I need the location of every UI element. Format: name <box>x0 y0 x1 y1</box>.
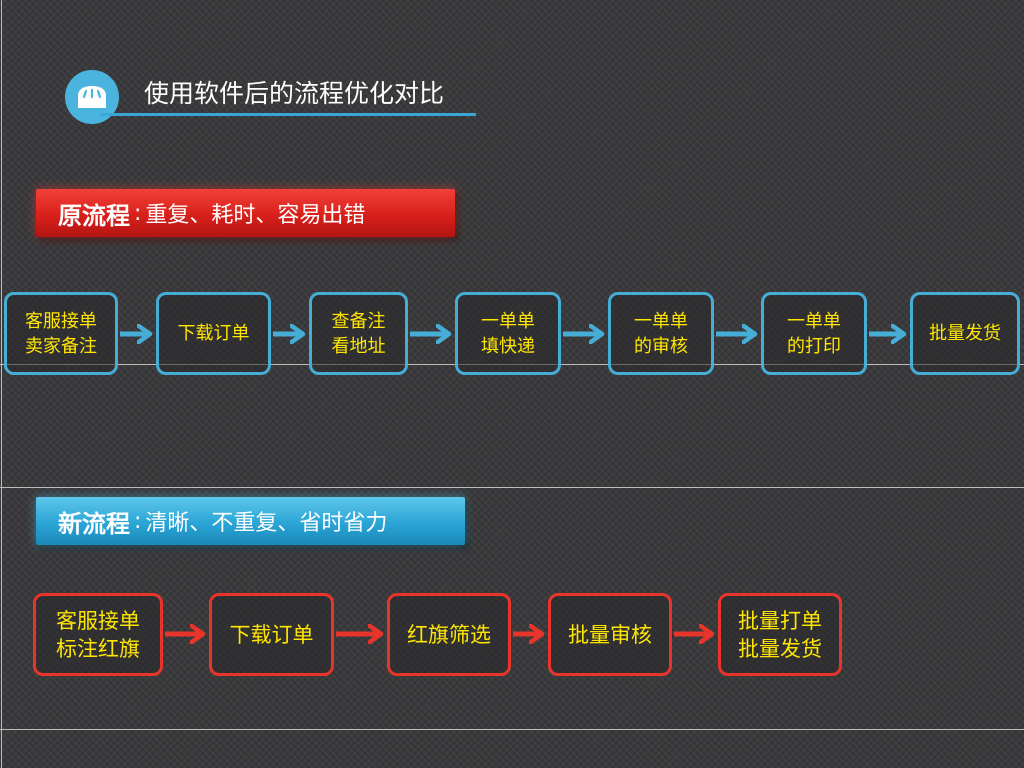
title-underline <box>100 113 476 116</box>
divider-line <box>1 0 2 768</box>
old-step-label: 一单单填快递 <box>481 310 535 357</box>
new-step-3: 红旗筛选 <box>387 593 511 676</box>
old-process-banner: 原流程 : 重复、耗时、容易出错 <box>36 189 455 237</box>
old-process-heading: 原流程 <box>58 201 130 230</box>
new-step-label: 红旗筛选 <box>407 622 491 647</box>
old-step-7: 批量发货 <box>910 292 1020 375</box>
new-step-4: 批量审核 <box>548 593 672 676</box>
old-step-label: 一单单的审核 <box>634 310 688 357</box>
new-step-2: 下载订单 <box>209 593 334 676</box>
divider-line <box>0 729 1024 730</box>
page-title: 使用软件后的流程优化对比 <box>144 79 445 108</box>
old-step-6: 一单单的打印 <box>761 292 867 375</box>
new-process-description: 清晰、不重复、省时省力 <box>145 511 388 536</box>
old-step-3: 查备注看地址 <box>309 292 408 375</box>
old-step-label: 查备注看地址 <box>331 310 386 357</box>
new-step-label: 批量打单批量发货 <box>738 608 822 661</box>
old-step-4: 一单单填快递 <box>455 292 561 375</box>
old-step-1: 客服接单卖家备注 <box>4 292 118 375</box>
divider-line <box>0 487 1024 488</box>
old-process-separator: : <box>134 200 142 226</box>
old-step-label: 一单单的打印 <box>787 310 841 357</box>
new-process-separator: : <box>134 508 142 534</box>
old-process-description: 重复、耗时、容易出错 <box>145 203 366 228</box>
new-step-label: 客服接单标注红旗 <box>56 608 140 661</box>
new-step-label: 下载订单 <box>229 622 314 647</box>
old-step-5: 一单单的审核 <box>608 292 714 375</box>
old-step-label: 下载订单 <box>177 323 250 344</box>
old-step-label: 客服接单卖家备注 <box>25 310 97 357</box>
new-step-label: 批量审核 <box>568 622 652 647</box>
old-step-2: 下载订单 <box>156 292 271 375</box>
new-step-1: 客服接单标注红旗 <box>33 593 163 676</box>
old-step-label: 批量发货 <box>929 323 1001 344</box>
new-step-5: 批量打单批量发货 <box>718 593 842 676</box>
new-process-banner: 新流程 : 清晰、不重复、省时省力 <box>36 497 465 545</box>
new-process-heading: 新流程 <box>58 509 130 538</box>
